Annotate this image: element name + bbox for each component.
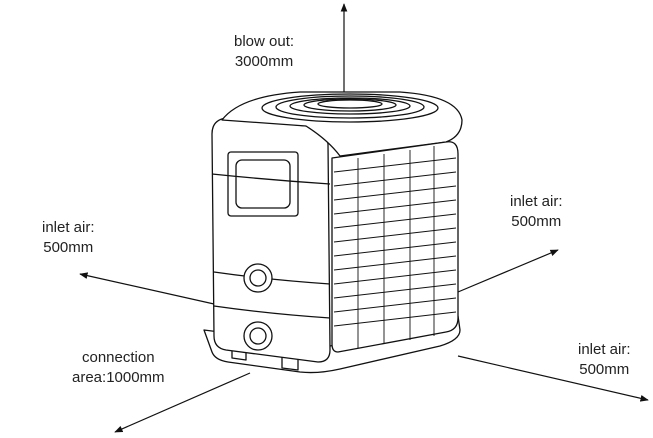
coil-horizontal-ribs: [333, 157, 457, 327]
fan-grille-ring-4: [303, 98, 397, 112]
fan-grille-outer: [261, 93, 439, 123]
connection-area-label: connection area:1000mm: [72, 348, 165, 388]
control-panel-window: [235, 159, 291, 209]
blow-out-label-line1: blow out:: [234, 33, 295, 50]
fan-grille-ring-5: [317, 99, 383, 109]
inlet-right-label: inlet air: 500mm: [510, 192, 563, 232]
inlet-left-label-line2: 500mm: [43, 239, 94, 256]
lower-seam: [213, 305, 331, 319]
connection-area-label-line2: area:1000mm: [72, 369, 165, 386]
inlet-left-arrow: [79, 272, 215, 305]
water-inlet-connector: [243, 263, 273, 293]
inlet-bottom-right-label: inlet air: 500mm: [578, 340, 631, 380]
connection-area-label-line1: connection: [82, 349, 155, 366]
top-cap: [221, 91, 463, 157]
inlet-bottom-right-label-line1: inlet air:: [578, 341, 631, 358]
blow-out-label: blow out: 3000mm: [234, 32, 294, 72]
base-foot-mid: [281, 356, 299, 371]
inlet-bottom-right-arrow: [457, 355, 649, 402]
heat-pump-unit: [203, 91, 463, 374]
inlet-bottom-right-label-line2: 500mm: [579, 361, 630, 378]
upper-seam: [211, 173, 331, 185]
inlet-left-label-line1: inlet air:: [42, 219, 95, 236]
connection-area-arrow: [114, 372, 251, 433]
inlet-right-label-line2: 500mm: [511, 213, 562, 230]
inlet-left-label: inlet air: 500mm: [42, 218, 95, 258]
water-outlet-connector: [243, 321, 273, 351]
evaporator-coil: [331, 141, 459, 353]
inlet-right-label-line1: inlet air:: [510, 193, 563, 210]
base-foot-left: [231, 348, 247, 361]
blow-out-label-line2: 3000mm: [234, 53, 294, 70]
fan-grille-ring-3: [289, 97, 411, 115]
coil-vertical-ribs: [357, 146, 435, 348]
control-panel-frame: [227, 151, 299, 217]
fan-grille-ring-2: [275, 95, 425, 119]
inlet-right-arrow: [457, 249, 559, 293]
